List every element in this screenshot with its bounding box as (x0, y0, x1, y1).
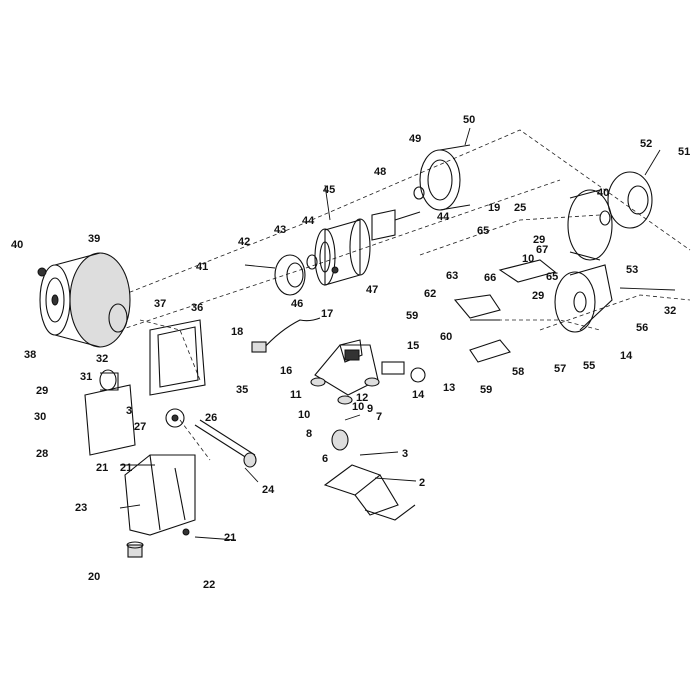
callout-55: 55 (583, 360, 595, 372)
base-housing (310, 339, 380, 405)
callout-10: 10 (522, 253, 534, 265)
callout-21: 21 (224, 532, 236, 544)
callout-58: 58 (512, 366, 524, 378)
callout-40: 40 (597, 187, 609, 199)
callout-59: 59 (406, 310, 418, 322)
callout-22: 22 (203, 579, 215, 591)
callout-32: 32 (664, 305, 676, 317)
callout-14: 14 (620, 350, 633, 362)
callout-66: 66 (484, 272, 496, 284)
callout-13: 13 (443, 382, 455, 394)
callout-21: 21 (96, 462, 108, 474)
callout-56: 56 (636, 322, 648, 334)
callout-11: 11 (290, 389, 302, 401)
power-cord (251, 317, 321, 353)
callout-42: 42 (238, 236, 250, 248)
callout-57: 57 (554, 363, 566, 375)
callout-15: 15 (407, 340, 419, 352)
callout-59: 59 (480, 384, 492, 396)
callout-10: 10 (352, 401, 364, 413)
callout-39: 39 (88, 233, 100, 245)
callout-16: 16 (280, 365, 292, 377)
callout-9: 9 (367, 403, 373, 415)
callout-44: 44 (437, 211, 450, 223)
callout-18: 18 (231, 326, 243, 338)
callout-32: 32 (96, 353, 108, 365)
dust-tray (124, 454, 196, 558)
callout-30: 30 (34, 411, 46, 423)
callout-63: 63 (446, 270, 458, 282)
switch-box (323, 429, 416, 521)
callout-2: 2 (419, 477, 425, 489)
shaft-assembly (165, 408, 257, 468)
callout-20: 20 (88, 571, 100, 583)
callout-49: 49 (409, 133, 421, 145)
callout-45: 45 (323, 184, 335, 196)
callout-12: 12 (356, 392, 368, 404)
callout-40: 40 (11, 239, 23, 251)
callout-43: 43 (274, 224, 286, 236)
right-wheel-assembly (381, 171, 653, 383)
callout-26: 26 (205, 412, 217, 424)
callout-29: 29 (532, 290, 544, 302)
callout-31: 31 (80, 371, 92, 383)
callout-65: 65 (546, 271, 558, 283)
callout-23: 23 (75, 502, 87, 514)
callout-28: 28 (36, 448, 48, 460)
callout-3: 3 (402, 448, 408, 460)
callout-50: 50 (463, 114, 475, 126)
callout-labels: 2 3 3 6 7 8 9 10 10 10 11 12 13 14 14 15… (11, 114, 690, 591)
callout-47: 47 (366, 284, 378, 296)
callout-38: 38 (24, 349, 36, 361)
left-grinding-wheel (37, 252, 131, 348)
callout-21: 21 (120, 462, 132, 474)
left-wheel-guard (84, 319, 206, 456)
callout-35: 35 (236, 384, 248, 396)
callout-37: 37 (154, 298, 166, 310)
callout-7: 7 (376, 411, 382, 423)
callout-3: 3 (126, 405, 132, 417)
callout-67: 67 (536, 244, 548, 256)
callout-17: 17 (321, 308, 333, 320)
callout-6: 6 (322, 453, 328, 465)
callout-41: 41 (196, 261, 208, 273)
leader-lines (119, 127, 676, 541)
assembly-guide-lines (109, 129, 691, 461)
callout-19: 19 (488, 202, 500, 214)
callout-46: 46 (291, 298, 303, 310)
callout-25: 25 (514, 202, 526, 214)
callout-29: 29 (533, 234, 545, 246)
callout-8: 8 (306, 428, 312, 440)
callout-24: 24 (262, 484, 275, 496)
callout-62: 62 (424, 288, 436, 300)
callout-60: 60 (440, 331, 452, 343)
motor-assembly (274, 144, 471, 296)
callout-51: 51 (678, 146, 690, 158)
callout-29: 29 (36, 385, 48, 397)
callout-36: 36 (191, 302, 203, 314)
callout-48: 48 (374, 166, 386, 178)
callout-53: 53 (626, 264, 638, 276)
callout-52: 52 (640, 138, 652, 150)
callout-44: 44 (302, 215, 315, 227)
callout-27: 27 (134, 421, 146, 433)
callout-65: 65 (477, 225, 489, 237)
callout-14: 14 (412, 389, 425, 401)
callout-10: 10 (298, 409, 310, 421)
